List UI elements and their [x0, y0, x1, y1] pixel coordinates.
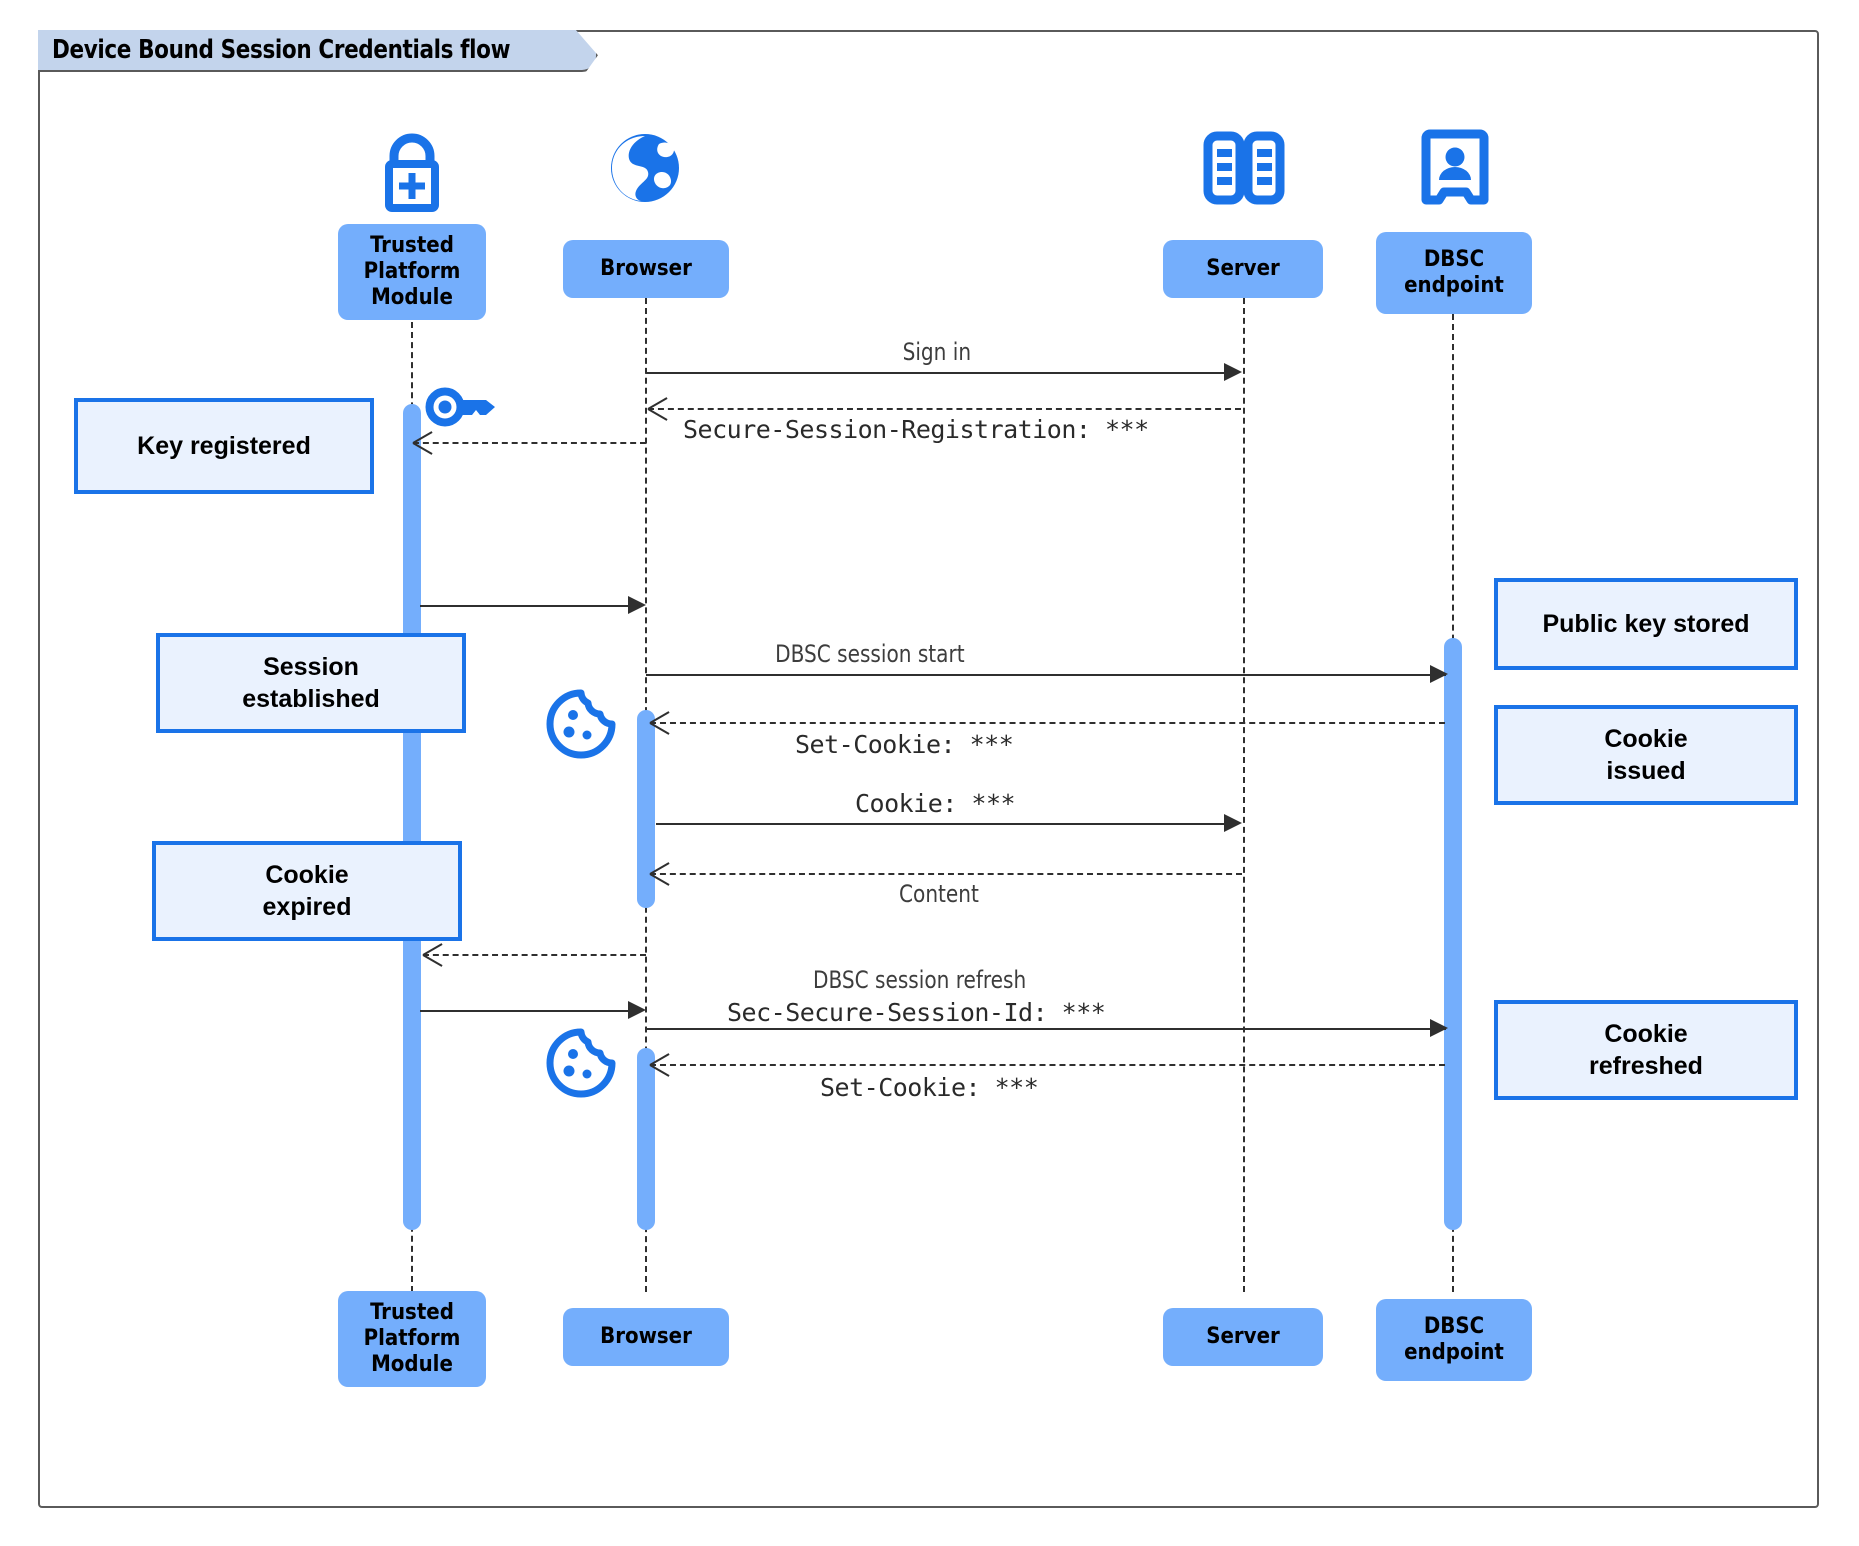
note-cookie-refreshed: Cookie refreshed: [1494, 1000, 1798, 1100]
participant-browser-bottom[interactable]: Browser: [563, 1308, 729, 1366]
arrowhead-browser-to-tpm-1: [413, 432, 433, 452]
note-text-line: Session: [263, 652, 359, 681]
message-label-sec-secure-session-id: Sec-Secure-Session-Id: ***: [727, 998, 1106, 1027]
note-text: Key registered: [137, 431, 311, 460]
cookie-icon: [545, 688, 617, 760]
arrowhead-sign-in: [1224, 363, 1242, 381]
arrowhead-tpm-to-browser-2: [628, 1001, 646, 1019]
arrowhead-content: [650, 863, 670, 883]
message-line-dbsc-session-refresh: [646, 1028, 1446, 1030]
arrowhead-set-cookie-1: [650, 712, 670, 732]
key-icon: [424, 382, 498, 432]
message-line-content: [650, 873, 1242, 875]
message-line-set-cookie-1: [650, 722, 1445, 724]
participant-label-line: endpoint: [1404, 273, 1504, 298]
message-label-secure-session-registration: Secure-Session-Registration: ***: [683, 415, 1149, 444]
server-racks-icon: [1200, 130, 1288, 208]
participant-tpm-bottom[interactable]: Trusted Platform Module: [338, 1291, 486, 1387]
message-label-set-cookie-2: Set-Cookie: ***: [820, 1073, 1039, 1102]
activation-bar-dbsc: [1444, 638, 1462, 1230]
arrowhead-secure-session-registration: [648, 398, 668, 418]
arrowhead-tpm-to-browser-1: [628, 596, 646, 614]
participant-server-top[interactable]: Server: [1163, 240, 1323, 298]
participant-server-bottom[interactable]: Server: [1163, 1308, 1323, 1366]
participant-label: Server: [1206, 256, 1280, 282]
message-line-secure-session-registration: [648, 408, 1241, 410]
arrowhead-set-cookie-2: [650, 1054, 670, 1074]
activation-bar-browser-2: [637, 1048, 655, 1230]
arrowhead-cookie: [1224, 814, 1242, 832]
participant-label-line: endpoint: [1404, 1340, 1504, 1365]
note-text: Public key stored: [1542, 609, 1750, 638]
arrowhead-dbsc-session-refresh: [1430, 1019, 1448, 1037]
participant-tpm-top[interactable]: Trusted Platform Module: [338, 224, 486, 320]
frame-title-tab: Device Bound Session Credentials flow: [38, 30, 598, 72]
message-line-tpm-to-browser-2: [420, 1010, 638, 1012]
message-line-browser-to-tpm-2: [423, 954, 646, 956]
note-text-line: issued: [1606, 757, 1686, 785]
participant-dbsc-top[interactable]: DBSC endpoint: [1376, 232, 1532, 314]
participant-dbsc-bottom[interactable]: DBSC endpoint: [1376, 1299, 1532, 1381]
frame-title: Device Bound Session Credentials flow: [52, 35, 511, 65]
message-label-content: Content: [899, 880, 979, 908]
note-cookie-expired: Cookie expired: [152, 841, 462, 941]
message-line-browser-to-tpm-1: [413, 442, 646, 444]
message-line-tpm-to-browser-1: [420, 605, 638, 607]
participant-label: Server: [1206, 1324, 1280, 1350]
note-key-registered: Key registered: [74, 398, 374, 494]
message-line-sign-in: [646, 372, 1236, 374]
message-label-dbsc-session-refresh: DBSC session refresh: [813, 966, 1027, 994]
participant-label-line: DBSC: [1423, 247, 1485, 273]
note-text-line: established: [242, 685, 380, 713]
message-label-sign-in: Sign in: [902, 338, 972, 366]
message-label-cookie: Cookie: ***: [855, 789, 1016, 818]
participant-label-line: Module: [371, 284, 453, 310]
participant-label: Browser: [600, 1324, 692, 1350]
participant-browser-top[interactable]: Browser: [563, 240, 729, 298]
participant-label-line: Platform: [363, 1326, 461, 1352]
note-session-established: Session established: [156, 633, 466, 733]
message-label-set-cookie-1: Set-Cookie: ***: [795, 730, 1014, 759]
participant-label: Browser: [600, 256, 692, 282]
note-text-line: refreshed: [1589, 1052, 1703, 1080]
lock-plus-icon: [372, 128, 452, 213]
activation-bar-tpm: [403, 404, 421, 1230]
note-text-line: Cookie: [1604, 724, 1688, 753]
lifeline-server: [1243, 278, 1245, 1292]
note-text-line: Cookie: [1604, 1019, 1688, 1048]
id-badge-icon: [1420, 128, 1490, 210]
globe-icon: [600, 128, 690, 208]
participant-label-line: Trusted: [370, 233, 454, 259]
message-line-set-cookie-2: [650, 1064, 1445, 1066]
message-line-cookie: [656, 823, 1236, 825]
participant-label-line: Trusted: [370, 1300, 454, 1326]
message-line-dbsc-session-start: [646, 674, 1446, 676]
note-cookie-issued: Cookie issued: [1494, 705, 1798, 805]
note-public-key-stored: Public key stored: [1494, 578, 1798, 670]
message-label-dbsc-session-start: DBSC session start: [775, 640, 965, 668]
arrowhead-browser-to-tpm-2: [423, 944, 443, 964]
participant-label-line: DBSC: [1423, 1314, 1485, 1340]
note-text-line: Cookie: [265, 860, 349, 889]
activation-bar-browser-1: [637, 710, 655, 908]
participant-label-line: Platform: [363, 259, 461, 285]
cookie-icon: [545, 1027, 617, 1099]
arrowhead-dbsc-session-start: [1430, 665, 1448, 683]
participant-label-line: Module: [371, 1351, 453, 1377]
note-text-line: expired: [262, 893, 352, 921]
